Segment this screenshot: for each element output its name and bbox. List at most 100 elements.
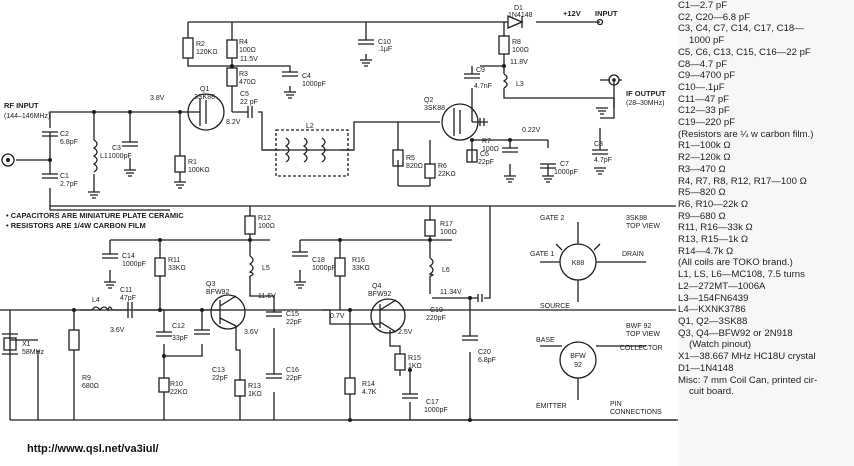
rf-input-connector [1,153,15,167]
capacitor-c13 [194,329,210,335]
label-r14-val: 4.7K [362,389,377,396]
wire [232,65,291,92]
label-r13-val: 1KΩ [248,391,262,398]
wire [129,112,181,182]
parts-list-item: Q3, Q4—BFW92 or 2N918 [678,327,793,339]
label-8-2v: 8.2V [226,119,241,126]
resistor-r2 [182,37,194,59]
parts-list-item: R14—4.7k Ω [678,245,734,257]
resistor-r15 [394,353,406,371]
label-c3: C3 [112,145,121,152]
label-c15-val: 22pF [286,319,302,326]
wire [187,22,232,67]
pinout-3sk88-gate2: GATE 2 [540,215,564,222]
resistor-r11 [154,257,166,277]
inductor-l5 [248,255,254,277]
parts-list-item: R11, R16—33k Ω [678,222,753,234]
parts-list-item: C1—2.7 pF [678,0,728,11]
wire [469,206,491,420]
parts-list-item: C11—47 pF [678,93,730,105]
label-c4: C4 [302,73,311,80]
pinout-3sk88-drain: DRAIN [622,251,644,258]
label-c19-val: 220pF [426,315,446,322]
capacitor-c9 [464,73,480,79]
label-c3-val: 1000pF [108,153,132,160]
inductor-l3 [502,73,508,89]
inductor-l1 [92,139,98,173]
label-c1: C1 [60,173,69,180]
pinout-bfw92-part: BWF 92 [626,323,651,330]
capacitor-c2 [42,131,58,137]
label-c7-val: 1000pF [554,169,578,176]
label-c8: C8 [594,141,603,148]
label-c1-val: 2.7pF [60,181,78,188]
wire [232,111,399,151]
label-r6-val: 22KΩ [438,171,456,178]
wire [429,139,511,186]
label-11-34v: 11.34V [440,289,462,296]
capacitor-c20 [462,335,478,341]
pinout-3sk88-part: 3SK88 [626,215,647,222]
schematic-diagram: D1 1N4148 +12V INPUT C10 .1µF RF INPUT (… [0,5,680,422]
wire [9,310,39,420]
label-12v: +12V [563,9,581,18]
capacitor-c6 [502,147,518,153]
label-l5: L5 [262,265,270,272]
label-x1: X1 [22,341,31,348]
label-c15: C15 [286,311,299,318]
label-c10-val: .1µF [378,46,392,53]
label-r6: R6 [438,163,447,170]
wire [599,98,615,150]
label-d1-part: 1N4148 [508,12,533,19]
wire [299,239,452,310]
note-resistors: • RESISTORS ARE 1/4W CARBON FILM [6,221,146,230]
label-r16-val: 33KΩ [352,265,370,272]
label-c9-val: 4.7nF [474,83,492,90]
parts-list-item: C19—220 pF [678,117,736,129]
parts-list-item: L1, LS, L6—MC108, 7.5 turns [678,269,805,281]
resistor-r16 [334,257,346,277]
capacitor-c4 [282,71,298,77]
label-l1: L1 [100,153,108,160]
parts-list-item: R9—680 Ω [678,210,726,222]
label-if-output: IF OUTPUT [626,89,666,98]
source-url: http://www.qsl.net/va3iul/ [27,443,159,455]
label-r10: R10 [170,381,183,388]
transistor-q2 [441,103,479,141]
inductor-l6 [428,257,434,277]
wire [480,22,505,67]
parts-list-item: L2—272MT—1006A [678,280,766,292]
wire [275,129,349,177]
label-c20: C20 [478,349,491,356]
label-r17: R17 [440,221,453,228]
label-l6: L6 [442,267,450,274]
capacitor-c17 [402,393,418,399]
label-2-5v: 2.5V [398,329,413,336]
label-c5-val: 22 pF [240,99,258,106]
label-q1-part: 3SK88 [194,94,215,101]
capacitor-c18 [292,251,308,257]
label-c17: C17 [426,399,439,406]
parts-list-item: D1—1N4148 [678,362,734,374]
inductor-l2b [302,137,308,163]
pinout-bfw92-view: TOP VIEW [626,331,660,338]
parts-list-item: L3—154FN6439 [678,292,749,304]
label-rf-range: (144–146MHz) [4,113,50,120]
capacitor-c8 [592,149,608,155]
parts-list-item: X1—38.667 MHz HC18U crystal [678,351,816,363]
label-c11-val: 47pF [120,295,136,302]
capacitor-c19 [470,294,483,302]
label-r16: R16 [352,257,365,264]
label-11-5v: 11.5V [240,56,258,63]
parts-list-item: C10—.1µF [678,81,725,93]
label-r12: R12 [258,215,271,222]
label-c7: C7 [560,161,569,168]
wire [471,139,549,176]
label-r13: R13 [248,383,261,390]
label-c13: C13 [212,367,225,374]
pinout-bfw92-base: BASE [536,337,555,344]
parts-list-item: R4, R7, R8, R12, R17—100 Ω [678,175,807,187]
capacitors [42,39,608,399]
pinout-bfw92-body2: 92 [574,362,582,369]
